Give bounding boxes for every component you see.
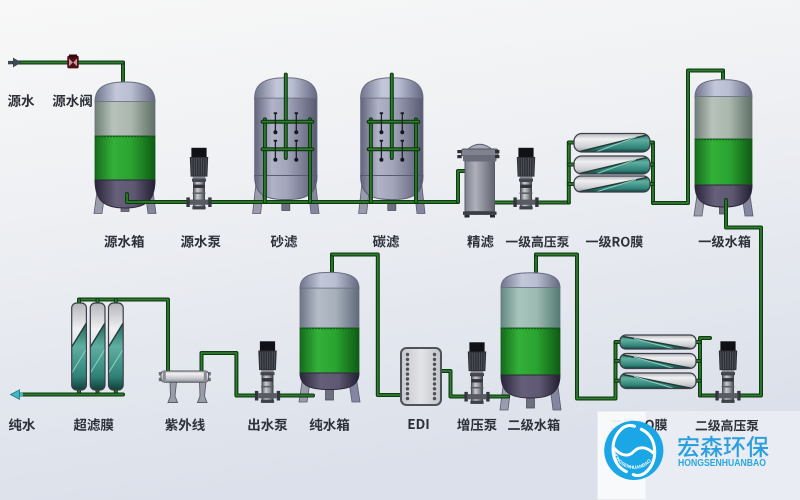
svg-text:HONGSENHUANBAO: HONGSENHUANBAO — [678, 458, 766, 469]
